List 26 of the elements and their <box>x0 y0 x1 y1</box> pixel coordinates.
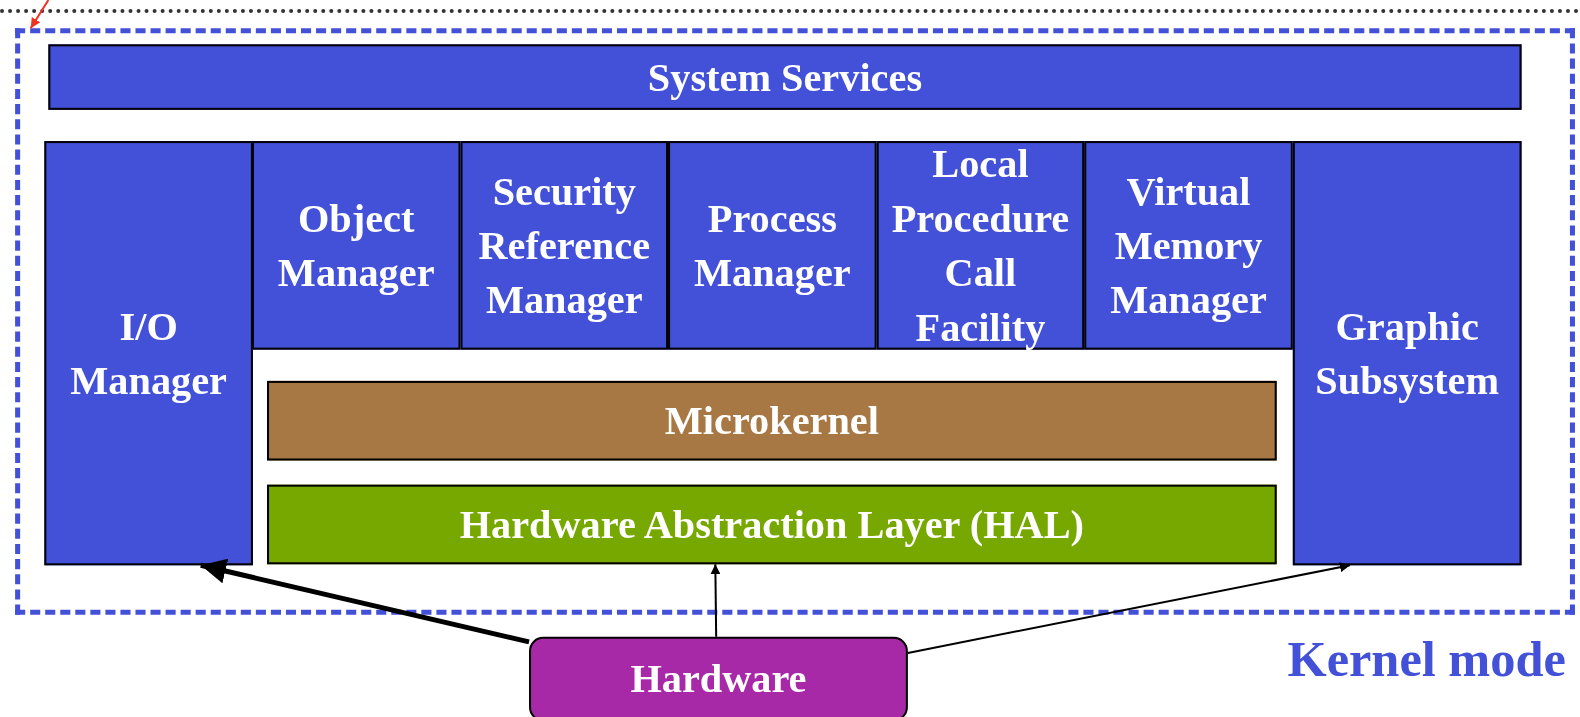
box-label: Hardware <box>630 656 807 702</box>
arrow <box>907 562 1351 654</box>
layer-box <box>267 380 1277 461</box>
layer-box <box>48 44 1522 110</box>
box-label: Local Procedure Call Facility <box>891 140 1070 350</box>
box-label: Hardware Abstraction Layer (HAL) <box>459 501 1084 547</box>
arrow <box>200 558 530 645</box>
component-box <box>1084 141 1293 350</box>
component-box <box>44 141 253 566</box>
arrow <box>710 564 721 637</box>
region-title: Kernel mode <box>1287 629 1566 690</box>
box-label: Object Manager <box>277 195 435 295</box>
component-box <box>668 141 877 350</box>
box-label: Graphic Subsystem <box>1315 302 1499 403</box>
arrow <box>29 0 50 29</box>
component-box <box>460 141 669 350</box>
hardware-box <box>529 636 908 717</box>
box-label: Microkernel <box>664 397 879 443</box>
layer-box <box>267 484 1277 565</box>
box-label: System Services <box>647 53 923 100</box>
box-label: Security Reference Manager <box>478 167 651 322</box>
box-label: Virtual Memory Manager <box>1110 167 1267 322</box>
component-box <box>251 141 461 350</box>
component-box <box>1292 141 1522 566</box>
box-label: Process Manager <box>694 195 851 295</box>
box-label: I/O Manager <box>70 302 227 403</box>
